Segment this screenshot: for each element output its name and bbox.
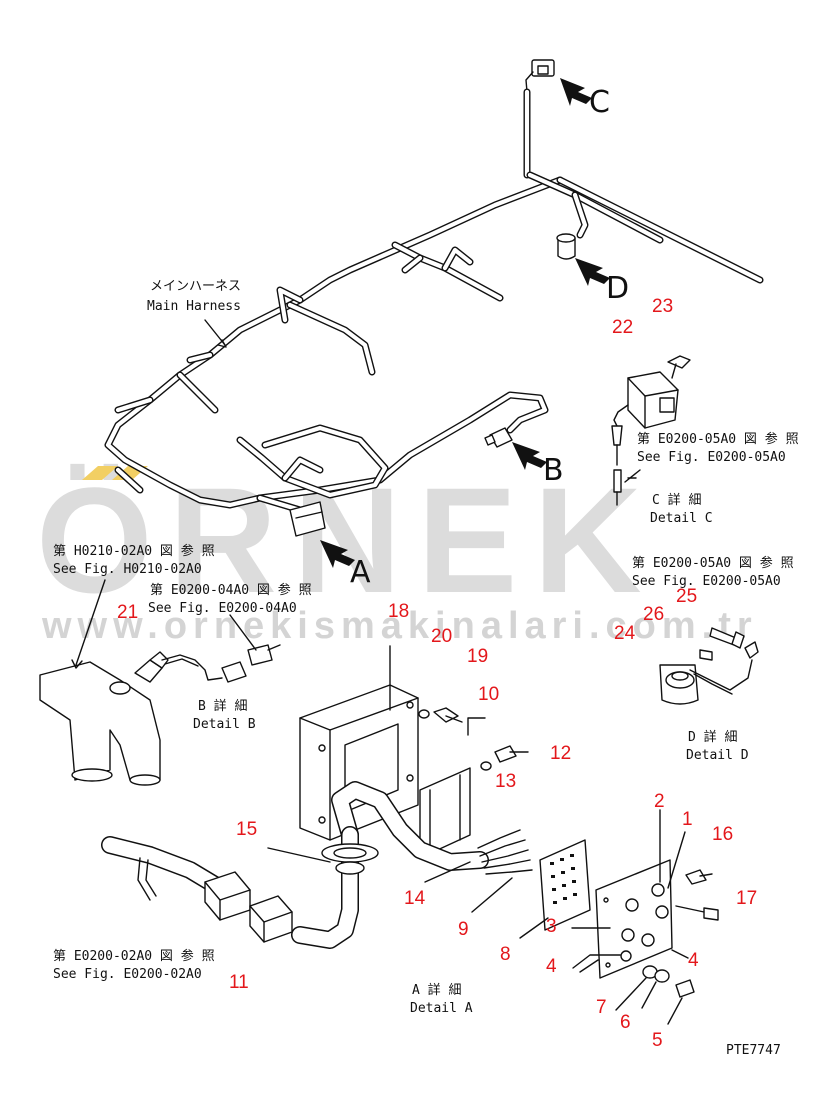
watermark-gold-dot-left <box>82 466 118 480</box>
part-number-1: 1 <box>682 809 693 830</box>
part-number-26: 26 <box>643 604 664 625</box>
part-number-14: 14 <box>404 888 426 909</box>
part-number-25: 25 <box>676 586 697 607</box>
part-number-20: 20 <box>431 626 452 647</box>
detail-c-label-jp: C 詳 細 <box>652 492 701 508</box>
ref-e0200-02-en: See Fig. E0200-02A0 <box>53 967 202 982</box>
part-number-15: 15 <box>236 819 257 840</box>
detail-d-label-en: Detail D <box>686 748 749 763</box>
ref-e0200-05-c-en: See Fig. E0200-05A0 <box>637 450 786 465</box>
detail-b-label-en: Detail B <box>193 717 256 732</box>
ref-e0200-04-en: See Fig. E0200-04A0 <box>148 601 297 616</box>
view-label-c: C <box>589 85 610 120</box>
ref-e0200-04-jp: 第 E0200-04A0 図 参 照 <box>150 582 312 598</box>
ref-e0200-05-d-en: See Fig. E0200-05A0 <box>632 574 781 589</box>
ref-h0210-en: See Fig. H0210-02A0 <box>53 562 202 577</box>
part-number-7: 7 <box>596 997 607 1018</box>
detail-d-label-jp: D 詳 細 <box>688 729 737 745</box>
harness-label-jp: メインハーネス <box>150 279 241 294</box>
ref-e0200-02-jp: 第 E0200-02A0 図 参 照 <box>53 948 215 964</box>
part-number-18: 18 <box>388 601 409 622</box>
view-label-d: D <box>606 271 629 306</box>
view-label-a: A <box>350 555 371 590</box>
part-number-4-right: 4 <box>688 950 699 971</box>
drawing-code: PTE7747 <box>726 1043 781 1058</box>
view-label-b: B <box>543 453 564 488</box>
view-arrow-c <box>560 78 592 106</box>
ref-e0200-05-d-jp: 第 E0200-05A0 図 参 照 <box>632 555 794 571</box>
part-number-16: 16 <box>712 824 733 845</box>
part-number-11: 11 <box>229 972 249 993</box>
part-number-10: 10 <box>478 684 499 705</box>
part-number-19: 19 <box>467 646 488 667</box>
part-number-22: 22 <box>612 317 633 338</box>
detail-a-label-jp: A 詳 細 <box>412 982 461 998</box>
view-arrow-a <box>320 540 355 568</box>
part-number-2: 2 <box>654 791 665 812</box>
detail-b-label-jp: B 詳 細 <box>198 698 247 714</box>
view-arrow-b <box>512 442 547 470</box>
detail-a-label-en: Detail A <box>410 1001 473 1016</box>
part-number-callouts: 1 2 3 4 4 5 6 7 8 9 10 11 12 13 14 15 16… <box>117 296 757 1051</box>
detail-d-drawing <box>659 627 759 705</box>
part-number-6: 6 <box>620 1012 631 1033</box>
harness-label-en: Main Harness <box>147 299 241 314</box>
part-number-8: 8 <box>500 944 511 965</box>
view-arrow-d <box>575 258 610 286</box>
part-number-12: 12 <box>550 743 571 764</box>
detail-c-label-en: Detail C <box>650 511 713 526</box>
view-arrows <box>320 78 610 568</box>
ref-e0200-05-c-jp: 第 E0200-05A0 図 参 照 <box>637 431 799 447</box>
ref-h0210-jp: 第 H0210-02A0 図 参 照 <box>53 543 215 559</box>
part-number-17: 17 <box>736 888 757 909</box>
detail-c-drawing <box>611 355 691 506</box>
part-number-5: 5 <box>652 1030 663 1051</box>
main-harness-drawing <box>104 59 764 537</box>
detail-b-drawing <box>39 579 281 786</box>
part-number-3: 3 <box>546 916 557 937</box>
watermark-url: www.ornekismakinalari.com.tr <box>41 605 758 647</box>
part-number-9: 9 <box>458 919 469 940</box>
detail-a-drawing <box>101 645 719 1025</box>
part-number-21: 21 <box>117 602 138 623</box>
part-number-4-left: 4 <box>546 956 557 977</box>
part-number-24: 24 <box>614 623 636 644</box>
part-number-13: 13 <box>495 771 516 792</box>
part-number-23: 23 <box>652 296 673 317</box>
